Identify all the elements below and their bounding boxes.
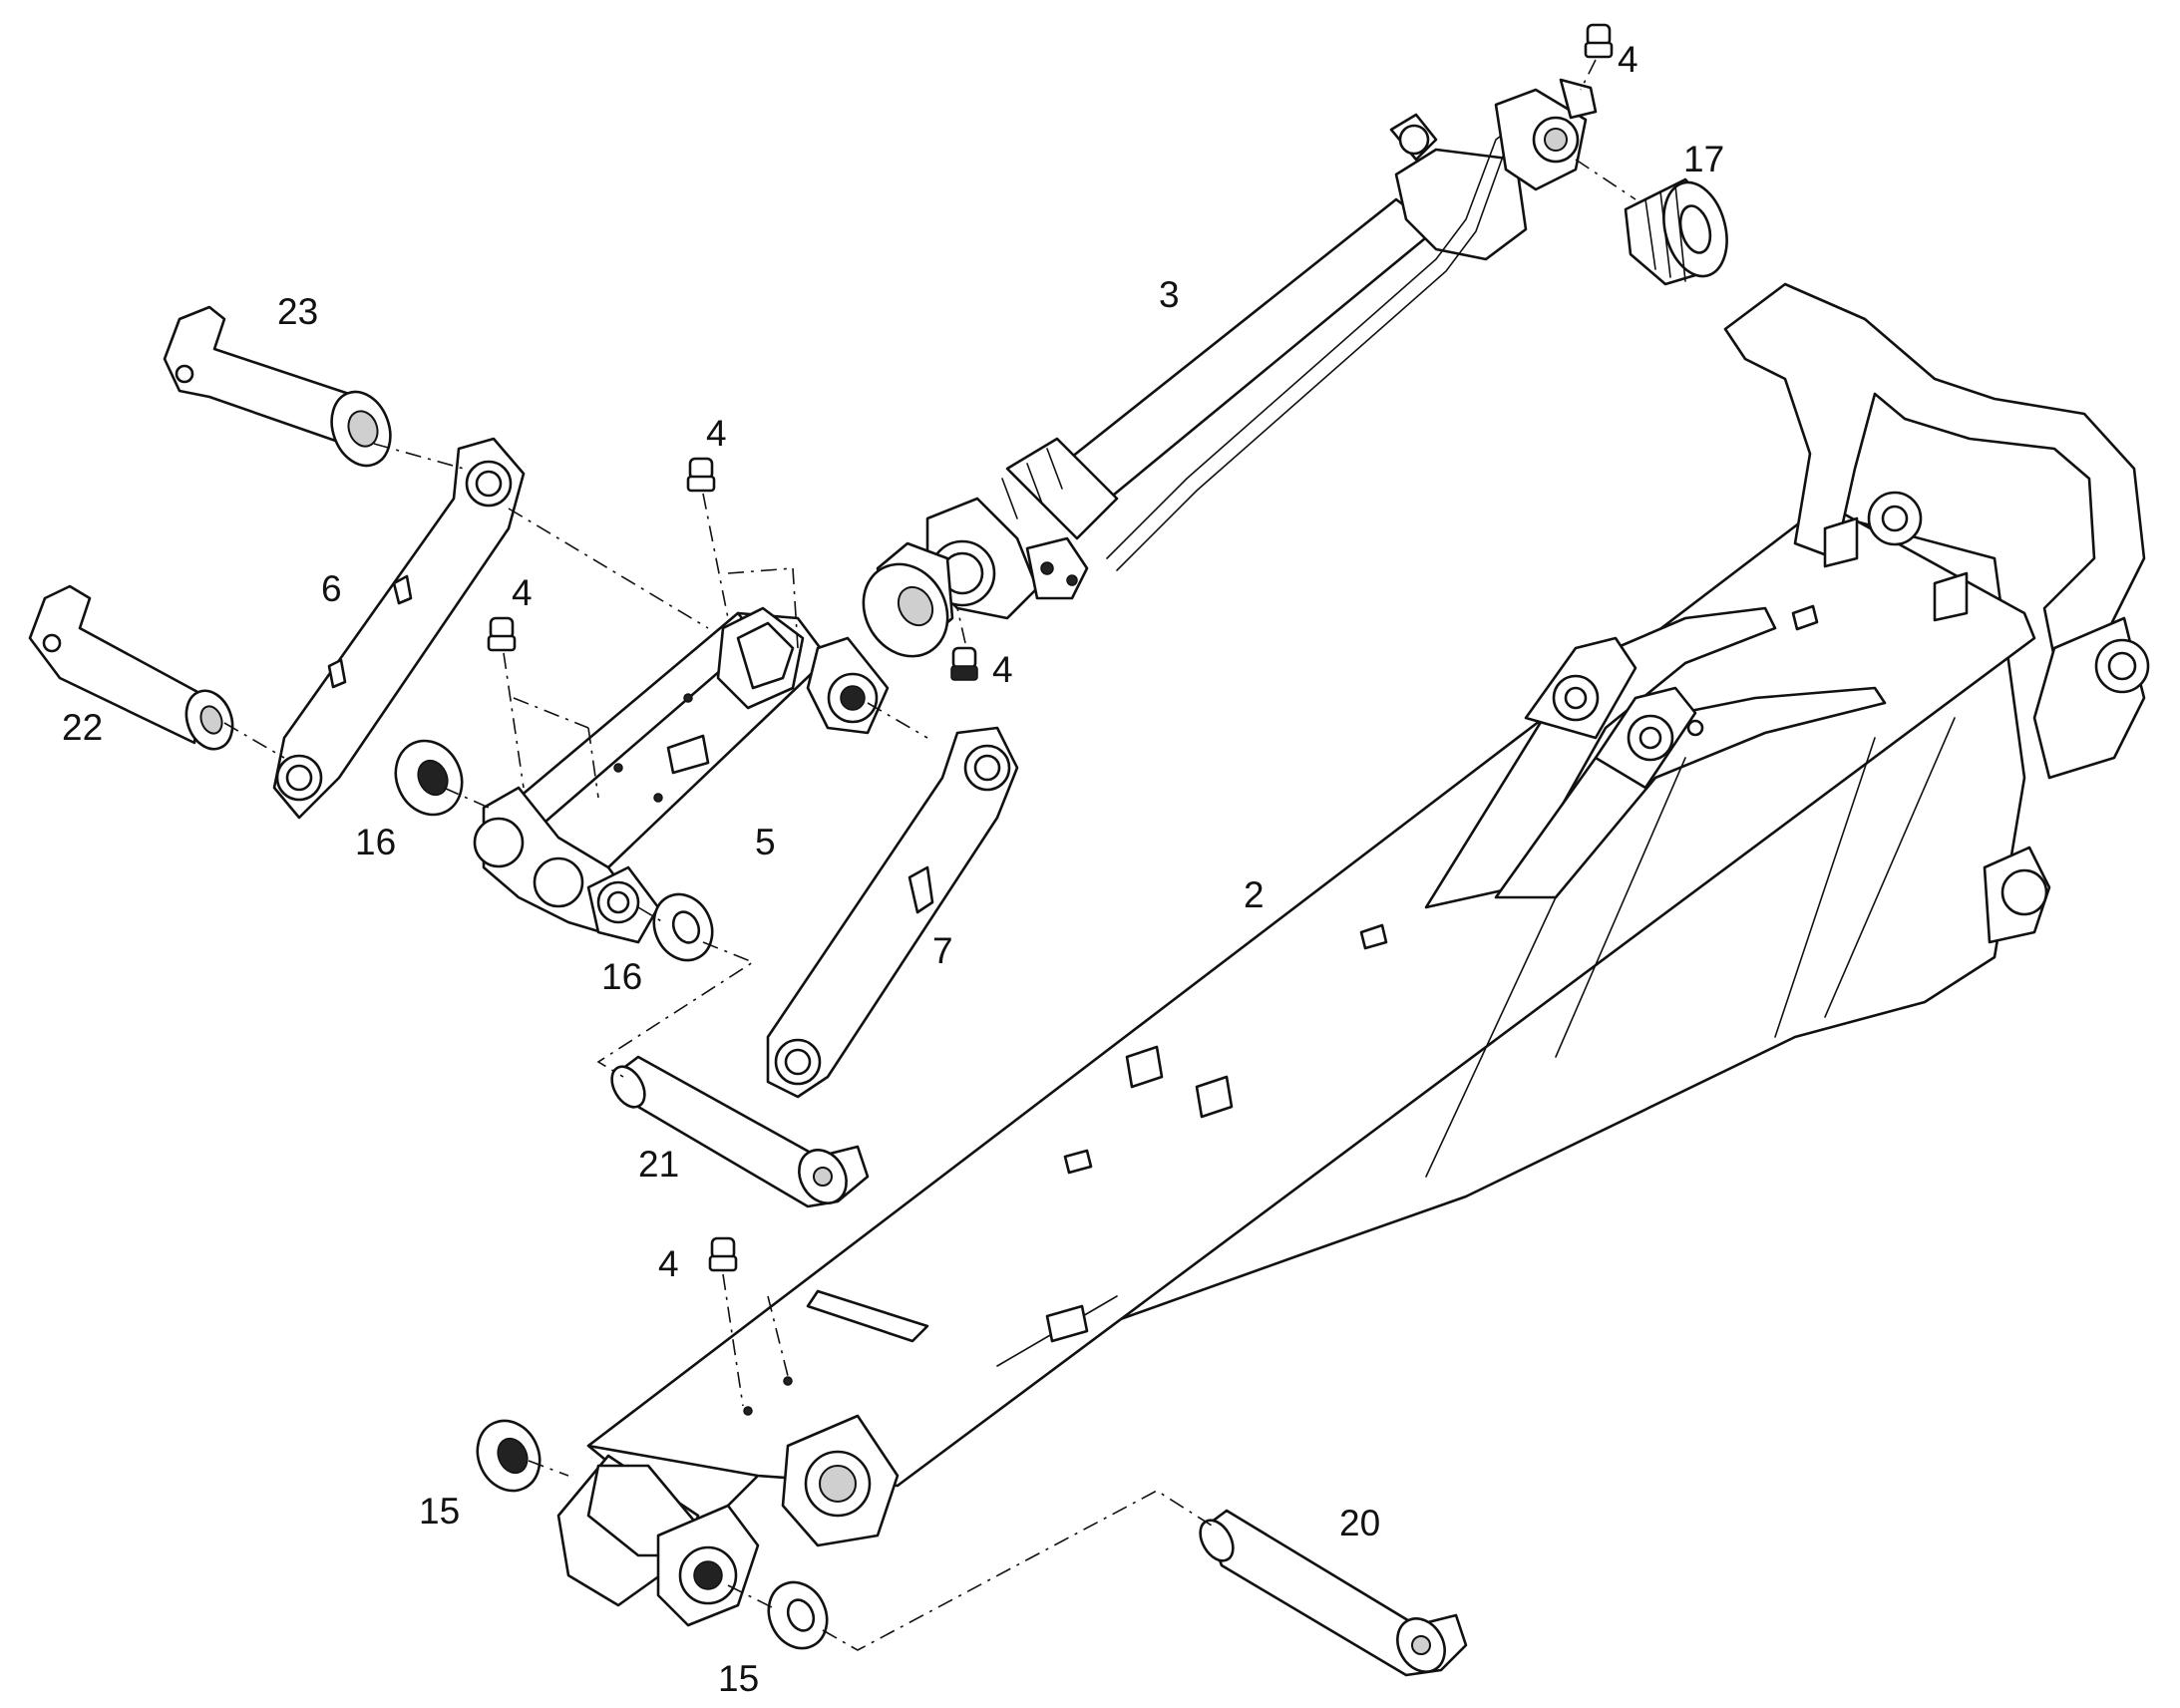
washer-part-16-lower (652, 892, 714, 962)
link-part-7 (766, 726, 1019, 1099)
boom-arm-part-2 (556, 282, 2150, 1627)
grease-nipple-part-4-left (487, 616, 517, 652)
grease-nipple-part-4-lower (708, 1236, 738, 1272)
callout-16-lower: 16 (601, 956, 642, 997)
pin-part-20 (1199, 1509, 1468, 1677)
callout-15-upper: 15 (419, 1491, 460, 1532)
linkage-part-5 (473, 606, 890, 944)
pin-part-21 (610, 1055, 870, 1208)
bushing-part-17 (1624, 177, 1728, 286)
callout-4-left: 4 (512, 572, 533, 613)
link-part-6 (272, 437, 526, 820)
washer-part-15-upper (476, 1419, 542, 1493)
callout-21: 21 (638, 1144, 679, 1185)
callout-20: 20 (1339, 1503, 1380, 1543)
grease-nipple-part-4-cylinder (950, 646, 978, 681)
callout-labels: 2 3 4 4 4 4 4 5 6 7 15 15 16 16 17 20 21… (62, 39, 1724, 1699)
callout-2: 2 (1244, 874, 1265, 915)
pin-part-23 (163, 305, 392, 468)
callout-16-upper: 16 (355, 822, 396, 862)
callout-4-center: 4 (706, 413, 727, 454)
pin-part-22 (28, 584, 234, 751)
callout-4-top: 4 (1618, 39, 1638, 80)
callout-5: 5 (755, 822, 776, 862)
callout-4-lower: 4 (658, 1243, 679, 1284)
assembly-leader-lines (223, 59, 1636, 1651)
callout-15-lower: 15 (718, 1658, 759, 1699)
callout-17: 17 (1683, 139, 1724, 179)
grease-nipple-part-4-center (686, 457, 716, 493)
callout-7: 7 (932, 930, 953, 971)
washer-part-15-lower (767, 1580, 829, 1650)
callout-22: 22 (62, 707, 103, 748)
grease-nipple-part-4-top (1584, 23, 1614, 59)
hydraulic-cylinder-part-3 (862, 78, 1598, 658)
washer-part-16-upper (394, 739, 464, 817)
callout-4-cylinder: 4 (992, 649, 1013, 690)
callout-3: 3 (1159, 274, 1180, 315)
callout-6: 6 (321, 568, 342, 609)
callout-23: 23 (277, 291, 318, 332)
